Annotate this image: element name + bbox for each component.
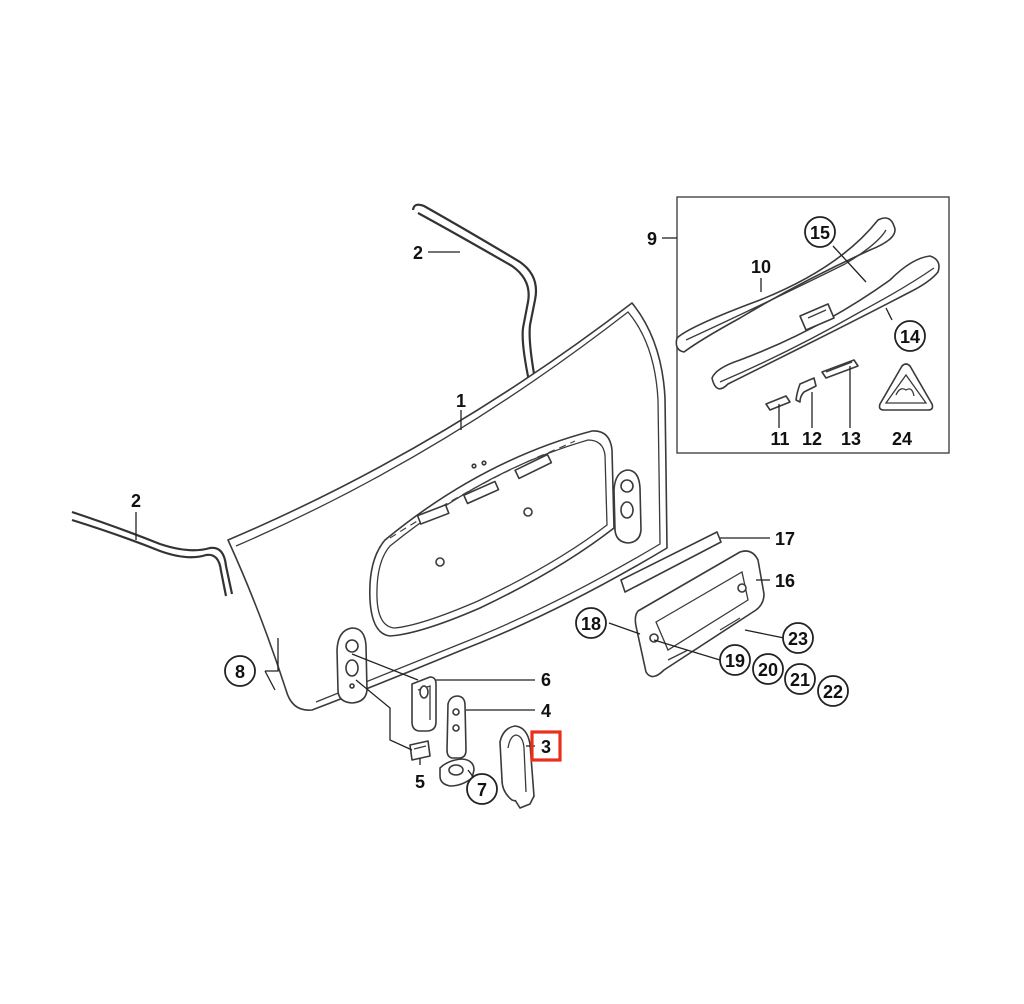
leader-lines bbox=[135, 237, 893, 779]
seal-upper bbox=[411, 203, 538, 387]
cover-3 bbox=[499, 725, 535, 809]
highlight-box bbox=[530, 730, 562, 762]
latch-7 bbox=[439, 758, 475, 787]
callout-number: 4 bbox=[541, 701, 551, 721]
callout-c13: 13 bbox=[841, 429, 861, 449]
callout-circle bbox=[752, 653, 784, 685]
group-box-9 bbox=[676, 196, 950, 454]
callout-c24: 24 bbox=[892, 429, 912, 449]
callout-number: 12 bbox=[802, 429, 822, 449]
callout-number: 6 bbox=[541, 670, 551, 690]
callout-c18: 18 bbox=[575, 607, 607, 639]
callout-c11: 11 bbox=[770, 429, 789, 449]
callout-c6: 6 bbox=[541, 670, 551, 690]
callout-c23: 23 bbox=[782, 622, 814, 654]
callout-number: 20 bbox=[758, 660, 778, 680]
callout-number: 14 bbox=[900, 327, 920, 347]
callout-c15: 15 bbox=[804, 216, 836, 248]
hinge-bracket-6 bbox=[411, 676, 437, 732]
pad-13 bbox=[821, 359, 859, 379]
pad-11 bbox=[765, 395, 791, 411]
callout-number: 24 bbox=[892, 429, 912, 449]
callout-c8: 8 bbox=[224, 655, 256, 687]
callout-number: 2 bbox=[413, 243, 423, 263]
callout-circle bbox=[224, 655, 256, 687]
plate-holder-18 bbox=[634, 550, 765, 678]
callout-c21: 21 bbox=[784, 663, 816, 695]
warning-label-24 bbox=[878, 363, 934, 411]
callout-number: 21 bbox=[790, 670, 810, 690]
callout-c7: 7 bbox=[466, 773, 498, 805]
callout-circle bbox=[719, 644, 751, 676]
callout-c3: 3 bbox=[530, 730, 562, 762]
callout-c16: 16 bbox=[775, 571, 795, 591]
lamp-housing-14 bbox=[711, 255, 940, 390]
callout-circle bbox=[804, 216, 836, 248]
callout-number: 19 bbox=[725, 651, 745, 671]
callout-c22: 22 bbox=[817, 675, 849, 707]
callout-number: 11 bbox=[770, 429, 789, 449]
callout-c19: 19 bbox=[719, 644, 751, 676]
callout-circle bbox=[466, 773, 498, 805]
callout-circle bbox=[784, 663, 816, 695]
callout-number: 7 bbox=[477, 780, 487, 800]
callout-number: 5 bbox=[415, 772, 425, 792]
callout-c17: 17 bbox=[775, 529, 795, 549]
callout-c2b: 2 bbox=[131, 491, 141, 511]
callout-circle bbox=[782, 622, 814, 654]
callout-c5: 5 bbox=[415, 772, 425, 792]
callout-circle bbox=[894, 320, 926, 352]
callout-number: 2 bbox=[131, 491, 141, 511]
callout-c9: 9 bbox=[647, 229, 657, 249]
callout-number: 18 bbox=[581, 614, 601, 634]
callout-number: 15 bbox=[810, 223, 830, 243]
callout-c12: 12 bbox=[802, 429, 822, 449]
callout-c4: 4 bbox=[541, 701, 551, 721]
callout-circle bbox=[817, 675, 849, 707]
seal-left bbox=[71, 510, 234, 597]
hinge-arm-4 bbox=[446, 695, 467, 759]
callout-circle bbox=[575, 607, 607, 639]
callout-c14: 14 bbox=[894, 320, 926, 352]
lamp-lens-10 bbox=[675, 217, 896, 353]
callout-c20: 20 bbox=[752, 653, 784, 685]
tailgate-panel bbox=[227, 302, 668, 711]
callout-number: 23 bbox=[788, 629, 808, 649]
clip-12 bbox=[795, 377, 817, 403]
callout-number: 8 bbox=[235, 662, 245, 682]
callout-c1: 1 bbox=[456, 391, 466, 411]
callout-number: 9 bbox=[647, 229, 657, 249]
callout-number: 16 bbox=[775, 571, 795, 591]
callout-number: 3 bbox=[541, 737, 551, 757]
small-bracket-5 bbox=[409, 740, 431, 761]
callout-number: 1 bbox=[456, 391, 466, 411]
callout-number: 22 bbox=[823, 682, 843, 702]
callout-c10: 10 bbox=[751, 257, 771, 277]
callout-number: 17 bbox=[775, 529, 795, 549]
strip-17 bbox=[620, 531, 722, 593]
callout-number: 10 bbox=[751, 257, 771, 277]
callout-c2a: 2 bbox=[413, 243, 423, 263]
callout-number: 13 bbox=[841, 429, 861, 449]
